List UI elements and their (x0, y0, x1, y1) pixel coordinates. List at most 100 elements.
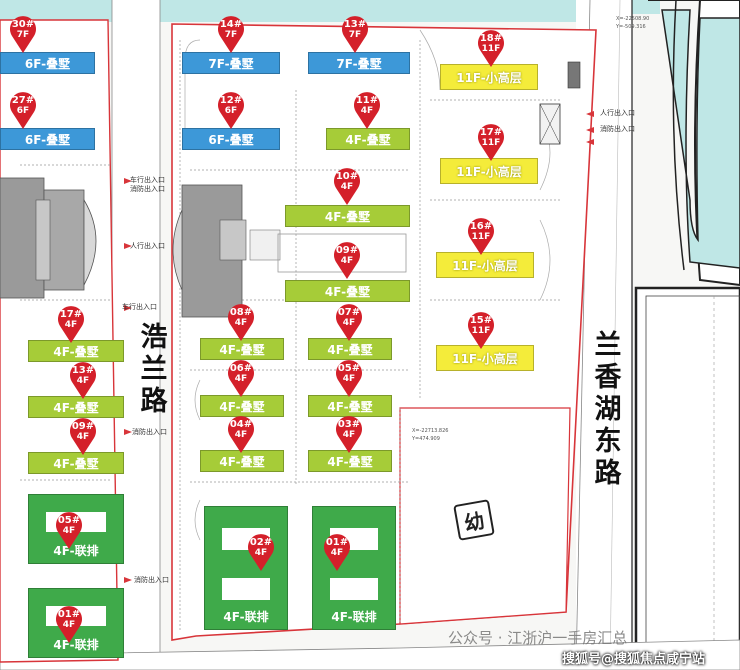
building-11[interactable]: 4F-叠墅 (326, 128, 410, 150)
building-west-09[interactable]: 4F-叠墅 (28, 452, 124, 474)
building-06[interactable]: 4F-叠墅 (200, 395, 284, 417)
pin-27[interactable]: 27# 6F (8, 90, 38, 130)
pin-06[interactable]: 06# 4F (226, 358, 256, 398)
pin-marker-icon (58, 306, 84, 343)
pin-west-05[interactable]: 05# 4F (54, 510, 84, 550)
pin-15[interactable]: 15# 11F (466, 310, 496, 350)
pin-number: 11# (355, 95, 379, 106)
pin-marker-icon (218, 16, 244, 53)
building-02[interactable]: 4F-联排 (204, 506, 288, 630)
pin-number: 06# (229, 363, 253, 374)
pin-number: 18# (479, 33, 503, 44)
pin-floors: 11F (471, 326, 491, 336)
pin-number: 14# (219, 19, 243, 30)
pin-04[interactable]: 04# 4F (226, 414, 256, 454)
pin-floors: 4F (340, 256, 354, 266)
building-west-17[interactable]: 4F-叠墅 (28, 340, 124, 362)
building-17[interactable]: 11F-小高层 (440, 158, 538, 184)
pin-floors: 4F (342, 374, 356, 384)
pin-floors: 11F (471, 232, 491, 242)
pin-number: 16# (469, 221, 493, 232)
pin-floors: 4F (234, 318, 248, 328)
pin-number: 13# (71, 365, 95, 376)
pin-marker-icon (10, 16, 36, 53)
pin-marker-icon (56, 606, 82, 643)
pin-13[interactable]: 13# 7F (340, 14, 370, 54)
pin-floors: 7F (348, 30, 362, 40)
watermark-wechat: 公众号 · 江浙沪一手房汇总 (448, 629, 628, 647)
pin-18[interactable]: 18# 11F (476, 28, 506, 68)
building-01[interactable]: 4F-联排 (312, 506, 396, 630)
pin-marker-icon (324, 534, 350, 571)
pin-08[interactable]: 08# 4F (226, 302, 256, 342)
pin-number: 01# (57, 609, 81, 620)
pin-west-13[interactable]: 13# 4F (68, 360, 98, 400)
gate-label: 人行出入口 (600, 109, 635, 117)
pin-marker-icon (468, 218, 494, 255)
coordinate-label: Y=474.909 (412, 436, 440, 442)
pin-number: 27# (11, 95, 35, 106)
building-18[interactable]: 11F-小高层 (440, 64, 538, 90)
pin-number: 12# (219, 95, 243, 106)
pin-03[interactable]: 03# 4F (334, 414, 364, 454)
pin-floors: 4F (76, 376, 90, 386)
pin-marker-icon (10, 92, 36, 129)
pin-marker-icon (336, 304, 362, 341)
pin-marker-icon (336, 360, 362, 397)
pin-number: 05# (337, 363, 361, 374)
pin-30[interactable]: 30# 7F (8, 14, 38, 54)
pin-11[interactable]: 11# 4F (352, 90, 382, 130)
pin-07[interactable]: 07# 4F (334, 302, 364, 342)
building-12[interactable]: 6F-叠墅 (182, 128, 280, 150)
canal-inner (672, 0, 685, 271)
pin-number: 07# (337, 307, 361, 318)
pin-marker-icon (70, 418, 96, 455)
pin-number: 30# (11, 19, 35, 30)
pin-16[interactable]: 16# 11F (466, 216, 496, 256)
east-parcel (634, 286, 740, 670)
gate-label: 消防出入口 (130, 185, 165, 193)
pin-west-01[interactable]: 01# 4F (54, 604, 84, 644)
coordinate-label: X=-22508.90 (616, 16, 650, 22)
pin-floors: 4F (234, 430, 248, 440)
pin-floors: 7F (224, 30, 238, 40)
pin-west-17[interactable]: 17# 4F (56, 304, 86, 344)
building-09[interactable]: 4F-叠墅 (285, 280, 410, 302)
pin-number: 13# (343, 19, 367, 30)
building-west-6f-upper[interactable]: 6F-叠墅 (0, 52, 95, 74)
pin-west-09[interactable]: 09# 4F (68, 416, 98, 456)
pin-marker-icon (70, 362, 96, 399)
pin-number: 15# (469, 315, 493, 326)
building-13[interactable]: 7F-叠墅 (308, 52, 410, 74)
kindergarten-marker[interactable]: 幼 (453, 499, 495, 541)
pin-marker-icon (342, 16, 368, 53)
pin-17[interactable]: 17# 11F (476, 122, 506, 162)
building-15[interactable]: 11F-小高层 (436, 345, 534, 371)
pin-marker-icon (336, 416, 362, 453)
canal-water (661, 9, 740, 269)
road-south (0, 639, 740, 670)
pin-09[interactable]: 09# 4F (332, 240, 362, 280)
building-10[interactable]: 4F-叠墅 (285, 205, 410, 227)
pin-12[interactable]: 12# 6F (216, 90, 246, 130)
pin-number: 02# (249, 537, 273, 548)
road-label-east: 兰香湖东路 (594, 330, 622, 489)
pin-10[interactable]: 10# 4F (332, 166, 362, 206)
pin-floors: 6F (16, 106, 30, 116)
pin-01[interactable]: 01# 4F (322, 532, 352, 572)
pin-number: 05# (57, 515, 81, 526)
courtyard-02-b (222, 578, 270, 600)
pin-number: 03# (337, 419, 361, 430)
building-14[interactable]: 7F-叠墅 (182, 52, 280, 74)
building-16[interactable]: 11F-小高层 (436, 252, 534, 278)
building-west-6f-lower[interactable]: 6F-叠墅 (0, 128, 95, 150)
pin-floors: 4F (342, 430, 356, 440)
building-08[interactable]: 4F-叠墅 (200, 338, 284, 360)
pin-14[interactable]: 14# 7F (216, 14, 246, 54)
pin-02[interactable]: 02# 4F (246, 532, 276, 572)
gate-label: 消防出入口 (134, 576, 169, 584)
building-west-01[interactable]: 4F-联排 (28, 588, 124, 658)
pin-05[interactable]: 05# 4F (334, 358, 364, 398)
building-west-13[interactable]: 4F-叠墅 (28, 396, 124, 418)
